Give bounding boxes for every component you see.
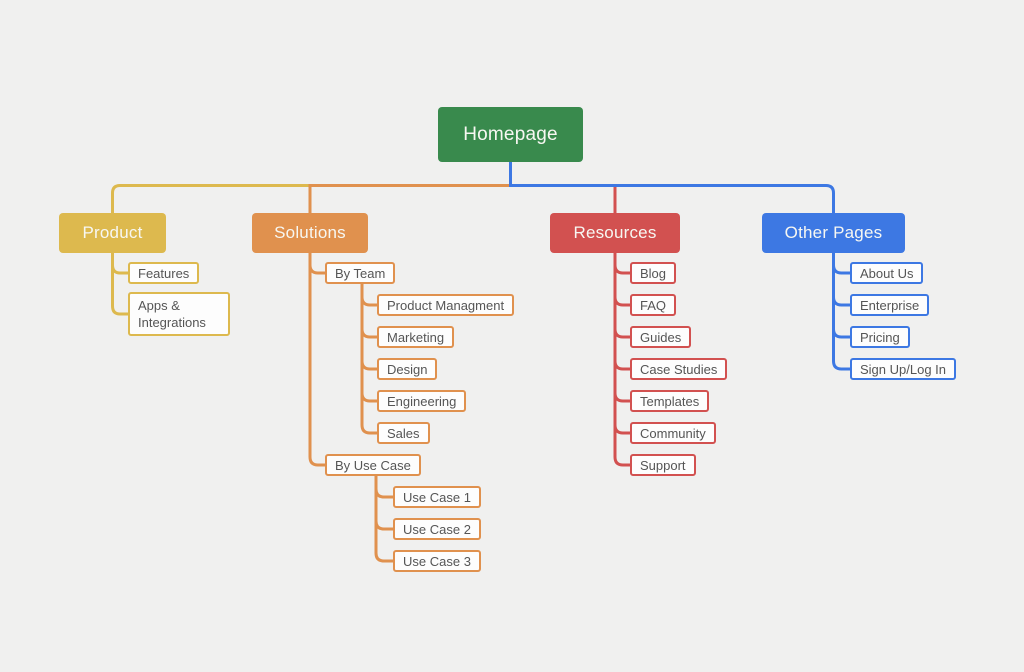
node-marketing[interactable]: Marketing [377,326,455,348]
connector-by-use-case-children [374,476,393,563]
node-homepage[interactable]: Homepage [438,107,583,162]
node-other-pages[interactable]: Other Pages [762,213,905,253]
node-product[interactable]: Product [59,213,166,253]
connector-bus-blue [509,162,835,213]
connector-resources-children [613,253,630,467]
node-by-use-case[interactable]: By Use Case [325,454,421,476]
node-sign-up-log-in[interactable]: Sign Up/Log In [850,358,957,380]
node-features[interactable]: Features [128,262,200,284]
node-faq[interactable]: FAQ [630,294,677,316]
node-design[interactable]: Design [377,358,438,380]
connector-product-children [111,253,128,316]
node-by-team[interactable]: By Team [325,262,396,284]
connector-bus-orange [308,184,511,213]
node-case-studies[interactable]: Case Studies [630,358,728,380]
node-solutions[interactable]: Solutions [252,213,368,253]
node-about-us[interactable]: About Us [850,262,924,284]
connector-other-pages-children [832,253,850,371]
node-blog[interactable]: Blog [630,262,677,284]
node-use-case-1[interactable]: Use Case 1 [393,486,481,508]
node-resources[interactable]: Resources [550,213,680,253]
node-apps-integrations[interactable]: Apps & Integrations [128,292,230,336]
node-guides[interactable]: Guides [630,326,692,348]
node-community[interactable]: Community [630,422,716,444]
node-enterprise[interactable]: Enterprise [850,294,930,316]
connector-by-team-children [360,284,377,435]
node-support[interactable]: Support [630,454,696,476]
connector-solutions-children [308,253,325,467]
node-use-case-2[interactable]: Use Case 2 [393,518,481,540]
connector-bus-yellow [111,184,310,213]
node-sales[interactable]: Sales [377,422,430,444]
node-pricing[interactable]: Pricing [850,326,910,348]
node-engineering[interactable]: Engineering [377,390,467,412]
node-use-case-3[interactable]: Use Case 3 [393,550,481,572]
node-product-managment[interactable]: Product Managment [377,294,515,316]
node-templates[interactable]: Templates [630,390,710,412]
